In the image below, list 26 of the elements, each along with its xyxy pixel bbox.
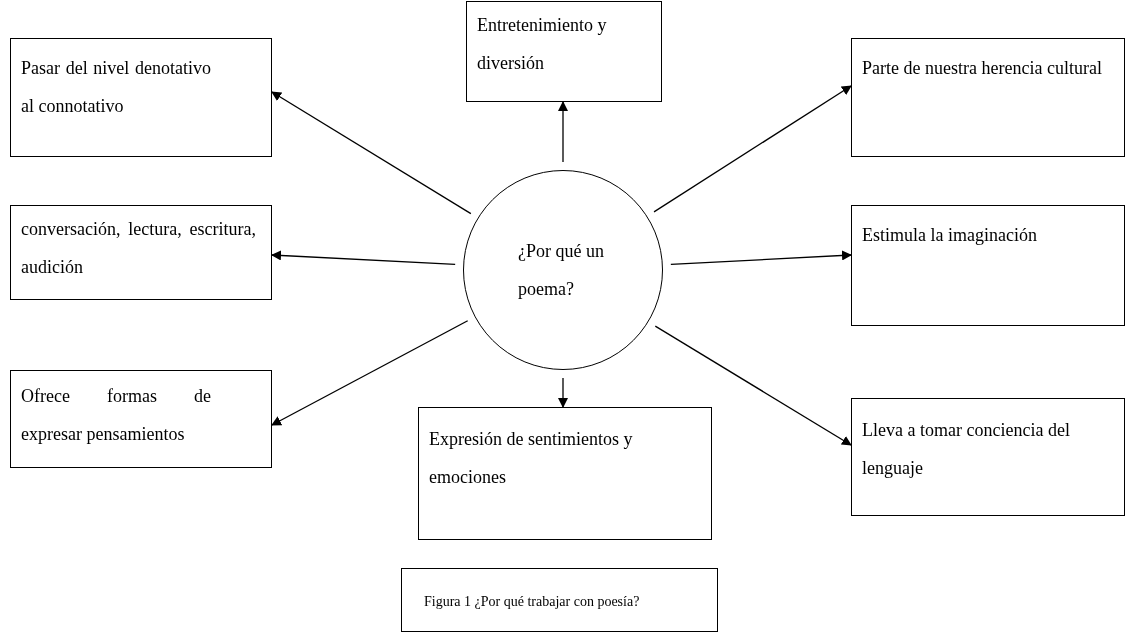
arrow: [558, 101, 568, 163]
arrow: [654, 325, 852, 446]
arrow: [653, 85, 852, 213]
box-text: Ofrece formas de expresar pensamientos: [21, 385, 211, 446]
text-box: [851, 38, 1125, 157]
text-box: [466, 1, 662, 102]
box-text: conversación, lectura, escritura, audición: [21, 218, 256, 279]
box-text: ¿Por qué un poema?: [518, 240, 605, 301]
box-text: Estimula la imaginación: [862, 224, 1038, 247]
figure-caption: Figura 1 ¿Por qué trabajar con poesía?: [424, 594, 640, 609]
box-text: Parte de nuestra herencia cultural: [862, 57, 1102, 80]
arrow: [558, 377, 568, 408]
box-text: Pasar del nivel denotativo al connotativo: [21, 57, 211, 118]
box-text: Expresión de sentimientos y emociones: [429, 428, 634, 489]
text-box: [10, 370, 272, 468]
box-text: Lleva a tomar conciencia del lenguaje: [862, 419, 1071, 480]
box-text: Entretenimiento y diversión: [477, 14, 608, 75]
text-box: [418, 407, 712, 540]
text-box: [851, 205, 1125, 326]
arrow: [271, 91, 472, 215]
text-box: [851, 398, 1125, 516]
text-box: [10, 205, 272, 300]
arrow: [670, 250, 852, 266]
arrow: [271, 250, 456, 266]
arrow: [271, 320, 469, 426]
text-box: [10, 38, 272, 157]
